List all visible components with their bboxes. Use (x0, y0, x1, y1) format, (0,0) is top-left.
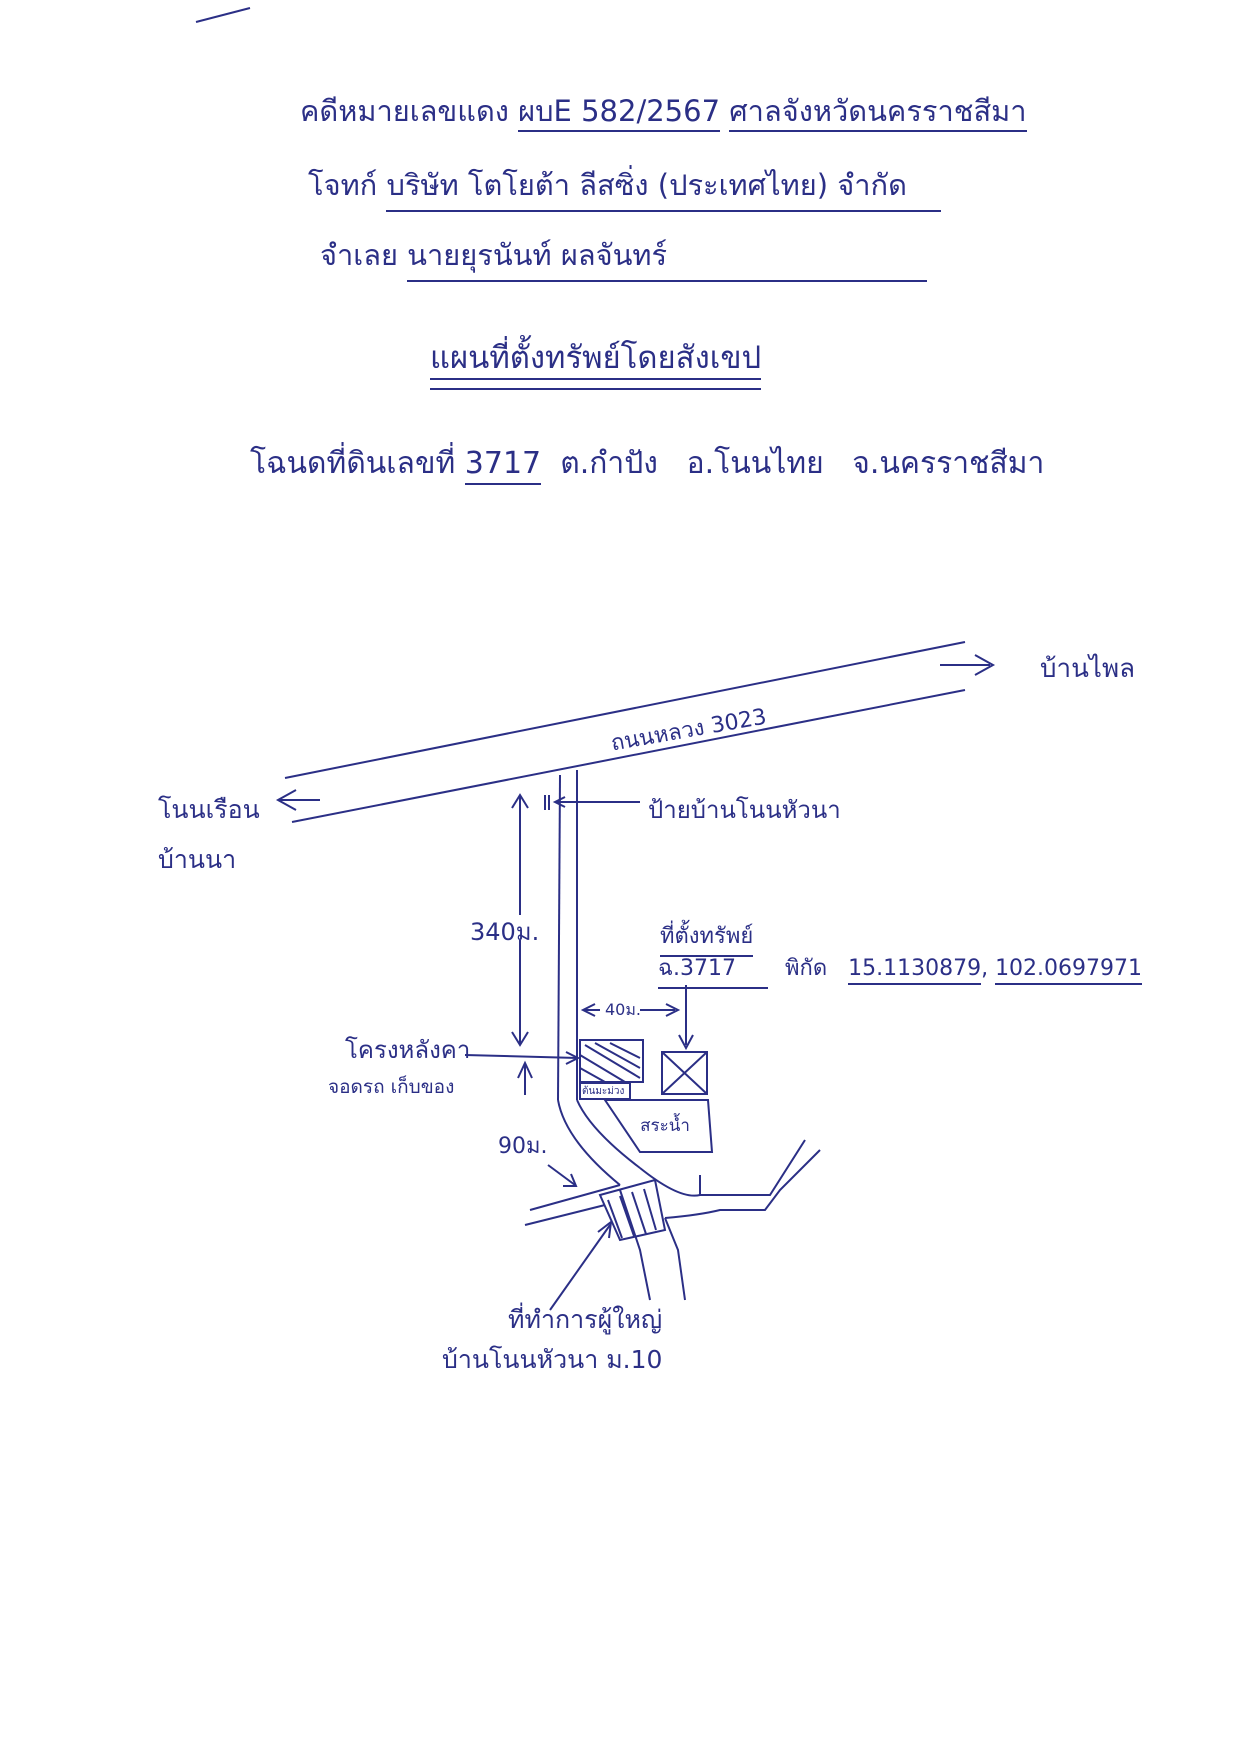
office-label-line2: บ้านโนนหัวนา ม.10 (442, 1345, 663, 1374)
dim-90-pointer-head (563, 1173, 578, 1187)
side-road-left (557, 774, 561, 1101)
crossroad-left-top (529, 1184, 621, 1211)
distance-lower-label: 90ม. (498, 1134, 548, 1159)
office-area (598, 1178, 667, 1242)
coord-lat: 15.1130879 (848, 956, 982, 985)
subdistrict: ต.กำปัง (560, 446, 658, 481)
province: จ.นครราชสีมา (852, 446, 1045, 481)
property-box (661, 1051, 708, 1095)
property-x (661, 1051, 708, 1095)
coord-line: พิกัด 15.1130879, 102.0697971 (785, 950, 1143, 985)
deed-number: 3717 (464, 446, 542, 485)
arrow-left-head (275, 789, 297, 811)
case-line: คดีหมายเลขแดง ผบE 582/2567 ศาลจังหวัดนคร… (300, 88, 1027, 134)
dim-40-right-head (665, 1003, 681, 1017)
distance-main-label: 340ม. (470, 918, 540, 946)
distance-side-label: 40ม. (605, 1000, 641, 1019)
property-deed-label: ฉ.3717 (658, 950, 768, 989)
arrow-right-head (974, 654, 996, 676)
map-title: แผนที่ตั้งทรัพย์โดยสังเขป (430, 332, 762, 390)
court-name: ศาลจังหวัดนครราชสีมา (729, 94, 1027, 132)
sign-pointer-head (552, 796, 566, 808)
defendant-line: จำเลย นายยุรนันท์ ผลจันทร์ (320, 232, 928, 282)
crossroad-left-bottom (524, 1204, 606, 1226)
defendant-label: จำเลย (320, 238, 398, 272)
office-pointer (549, 1224, 611, 1311)
road-curve-right (576, 1099, 641, 1169)
small-house-label: ต้นมะม่วง (582, 1086, 625, 1097)
crossroad-right-top (639, 1139, 806, 1197)
shed-pointer-head (565, 1051, 581, 1065)
dest-left-line1: โนนเรือน (158, 795, 260, 824)
office-label-line1: ที่ทำการผู้ใหญ่ (508, 1305, 663, 1334)
deed-prefix: โฉนดที่ดินเลขที่ (250, 446, 456, 481)
sign-label: ป้ายบ้านโนนหัวนา (648, 796, 841, 824)
shed-pointer (464, 1054, 579, 1059)
office-pointer-head (597, 1219, 613, 1239)
shed-label-line2: จอดรถ เก็บของ (328, 1076, 455, 1098)
stray-pen-mark (195, 7, 251, 23)
pond-label: สระน้ำ (640, 1116, 690, 1136)
road-curve-left (557, 1099, 621, 1186)
case-number: ผบE 582/2567 (518, 94, 721, 132)
plaintiff-label: โจทก์ (308, 168, 378, 202)
defendant-name: นายยุรนันท์ ผลจันทร์ (407, 232, 928, 282)
lower-road-left (619, 1189, 651, 1301)
dest-right-label: บ้านไพล (1040, 654, 1136, 684)
dim-40-left-head (580, 1003, 596, 1017)
dim-90-pointer (547, 1164, 576, 1186)
dest-left-line2: บ้านนา (158, 845, 237, 874)
highway-bottom-edge (291, 689, 966, 823)
shed-hatching (579, 1042, 641, 1083)
dim-340-lower-head (511, 1031, 529, 1047)
coord-lon: 102.0697971 (995, 956, 1143, 985)
coord-prefix: พิกัด (785, 956, 828, 981)
property-label: ที่ตั้งทรัพย์ (660, 918, 754, 957)
highway-top-edge (284, 641, 966, 779)
plaintiff-line: โจทก์ บริษัท โตโยต้า ลีสซิ่ง (ประเทศไทย)… (308, 162, 942, 212)
dim-90-head (517, 1060, 533, 1079)
deed-line: โฉนดที่ดินเลขที่ 3717 ต.กำปัง อ.โนนไทย จ… (250, 440, 1044, 487)
property-pointer-head (678, 1034, 694, 1051)
dim-340-upper-head (511, 793, 529, 809)
case-prefix: คดีหมายเลขแดง (300, 94, 509, 128)
pond-outline (603, 1099, 714, 1153)
sign-marker (544, 795, 550, 810)
shed-label-line1: โครงหลังคา (345, 1036, 471, 1064)
map-title-text: แผนที่ตั้งทรัพย์โดยสังเขป (430, 340, 762, 380)
crossroad-right-bottom (664, 1149, 821, 1219)
office-hatching (607, 1188, 657, 1239)
plaintiff-name: บริษัท โตโยต้า ลีสซิ่ง (ประเทศไทย) จำกัด (386, 162, 942, 212)
lower-road-right (664, 1217, 686, 1301)
district: อ.โนนไทย (686, 446, 824, 481)
